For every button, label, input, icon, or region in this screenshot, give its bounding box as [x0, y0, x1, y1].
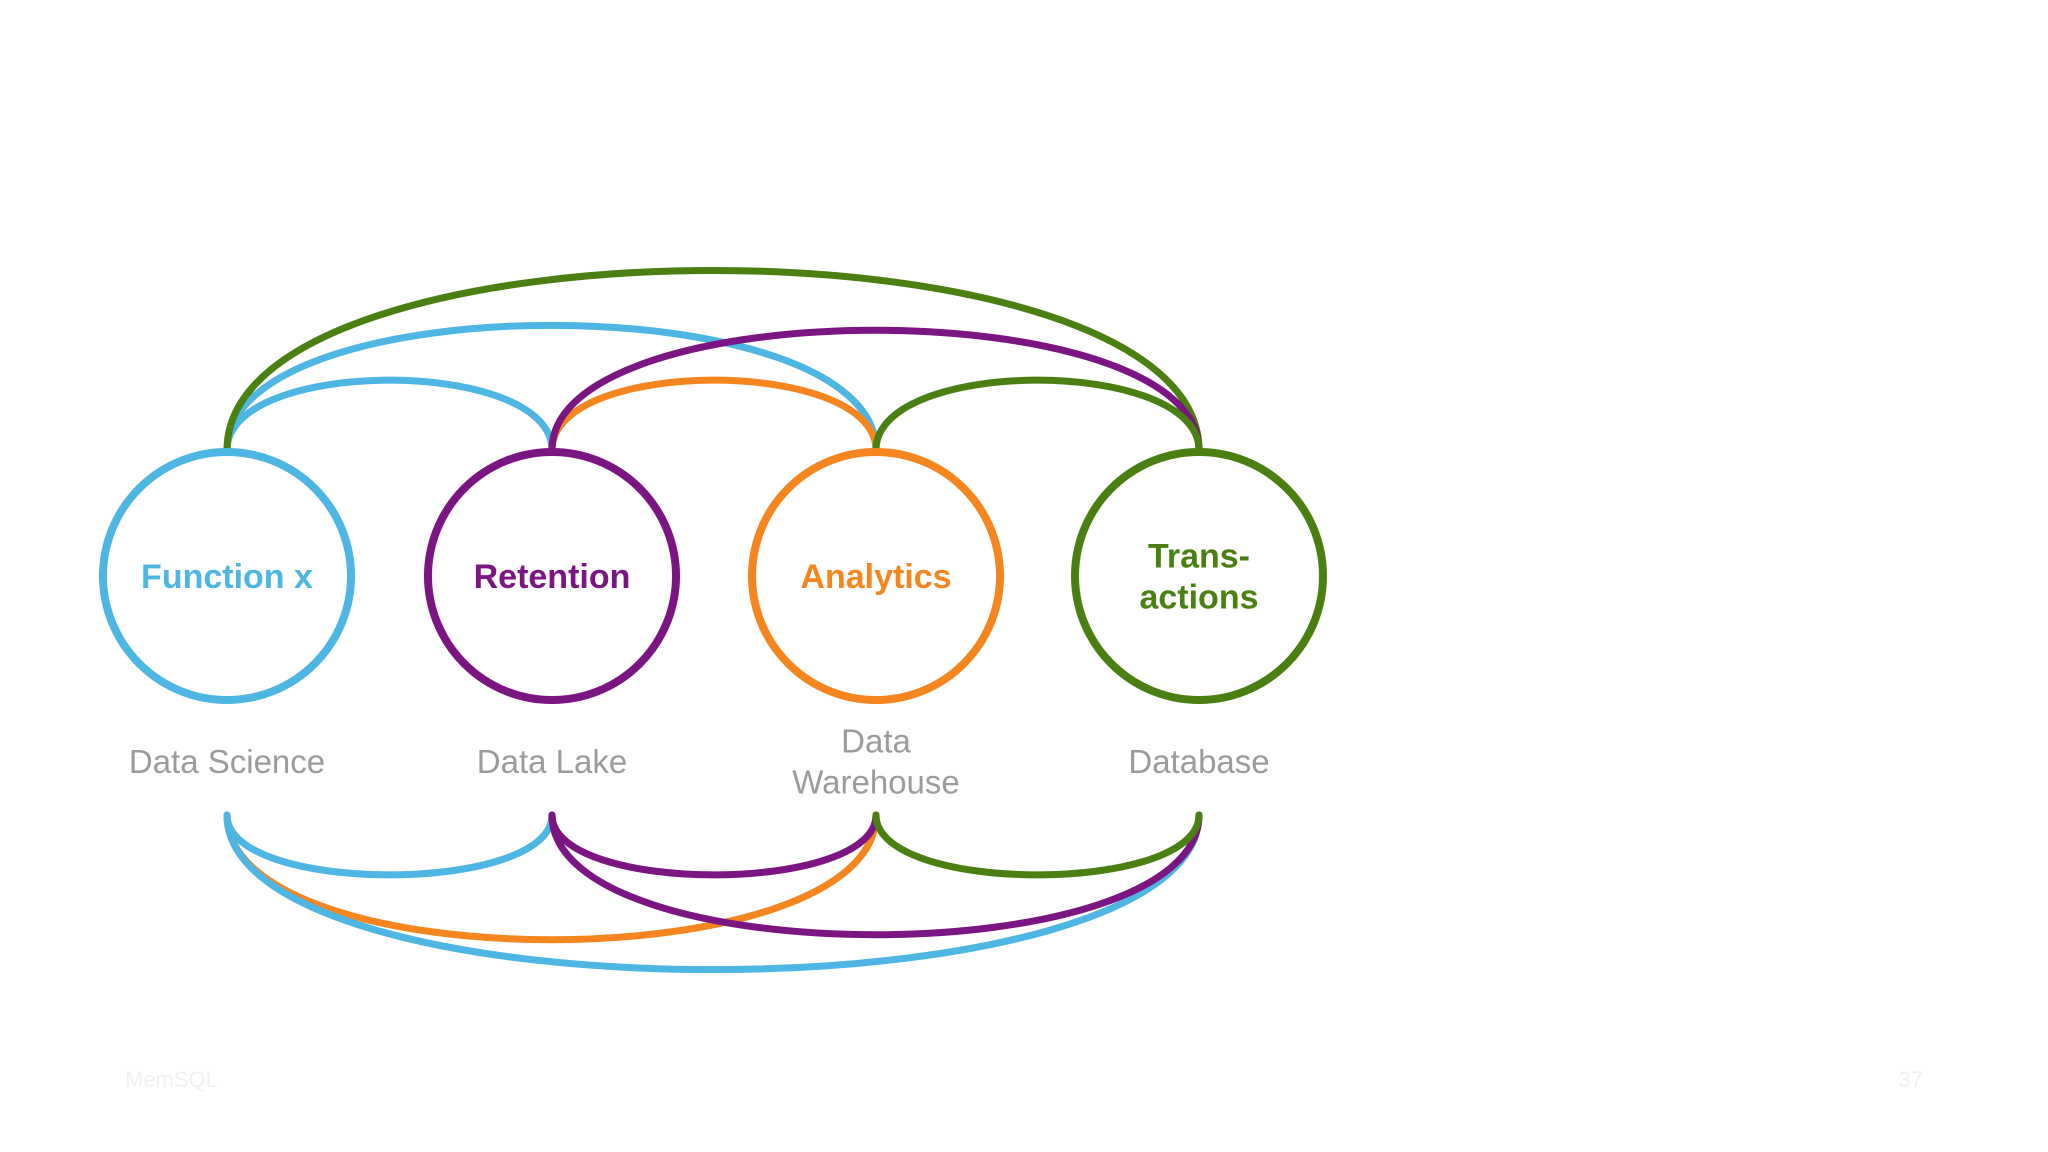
node-caption-analytics-line-2: Warehouse [792, 764, 960, 801]
top-arc-function-x-to-analytics [223, 321, 880, 454]
top-arc-function-x-to-retention [223, 376, 556, 454]
node-label-analytics: Analytics [800, 558, 951, 596]
node-label-transactions-line-2: actions [1139, 579, 1258, 617]
node-caption-analytics-line-1: Data [841, 723, 911, 760]
node-circle-function-x [99, 448, 355, 704]
bottom-arc-function-x-to-transactions [223, 811, 1203, 974]
node-circle-transactions [1071, 448, 1327, 704]
node-caption-transactions: Database [1128, 743, 1269, 780]
node-circle-analytics [748, 448, 1004, 704]
footer-brand: MemSQL [125, 1067, 218, 1092]
top-connection-arcs [223, 267, 1203, 454]
node-function-x: Function x Data Science [99, 448, 355, 780]
slide-number: 37 [1898, 1067, 1923, 1092]
node-label-function-x: Function x [141, 558, 313, 596]
bottom-arc-retention-to-analytics [548, 811, 880, 879]
node-label-retention: Retention [474, 558, 631, 596]
node-label-transactions-line-1: Trans- [1148, 538, 1250, 576]
node-caption-function-x: Data Science [129, 743, 325, 780]
top-arc-function-x-to-transactions [223, 267, 1203, 454]
bottom-arc-analytics-to-transactions [872, 811, 1203, 879]
bottom-arc-function-x-to-retention [223, 811, 556, 879]
bottom-connection-arcs [223, 811, 1203, 974]
bottom-arc-retention-to-transactions [548, 811, 1203, 939]
top-arc-retention-to-analytics [548, 376, 880, 454]
top-arc-retention-to-transactions [548, 326, 1203, 454]
node-circle-retention [424, 448, 680, 704]
top-arc-analytics-to-transactions [872, 376, 1203, 454]
node-caption-retention: Data Lake [477, 743, 627, 780]
